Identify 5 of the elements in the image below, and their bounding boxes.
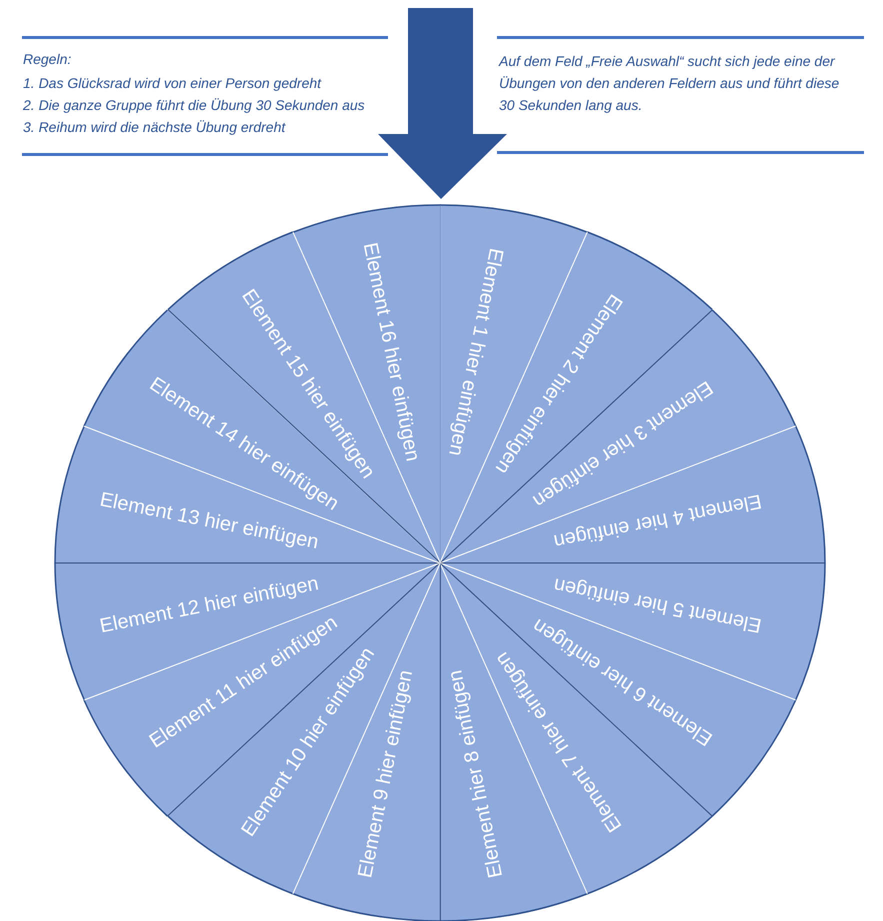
rule-text: 3. Reihum wird die nächste Übung erdreht	[23, 118, 287, 137]
note-text: Auf dem Feld „Freie Auswahl“ sucht sich jede eine der Übungen von den anderen Feldern aus und führt diese 30 Sekunden lang aus.	[499, 52, 840, 115]
rule-text: 1. Das Glücksrad wird von einer Person gedreht	[23, 74, 322, 93]
rule-text: 2. Die ganze Gruppe führt die Übung 30 Sekunden aus	[23, 96, 366, 115]
heading: Regeln:	[23, 50, 72, 69]
